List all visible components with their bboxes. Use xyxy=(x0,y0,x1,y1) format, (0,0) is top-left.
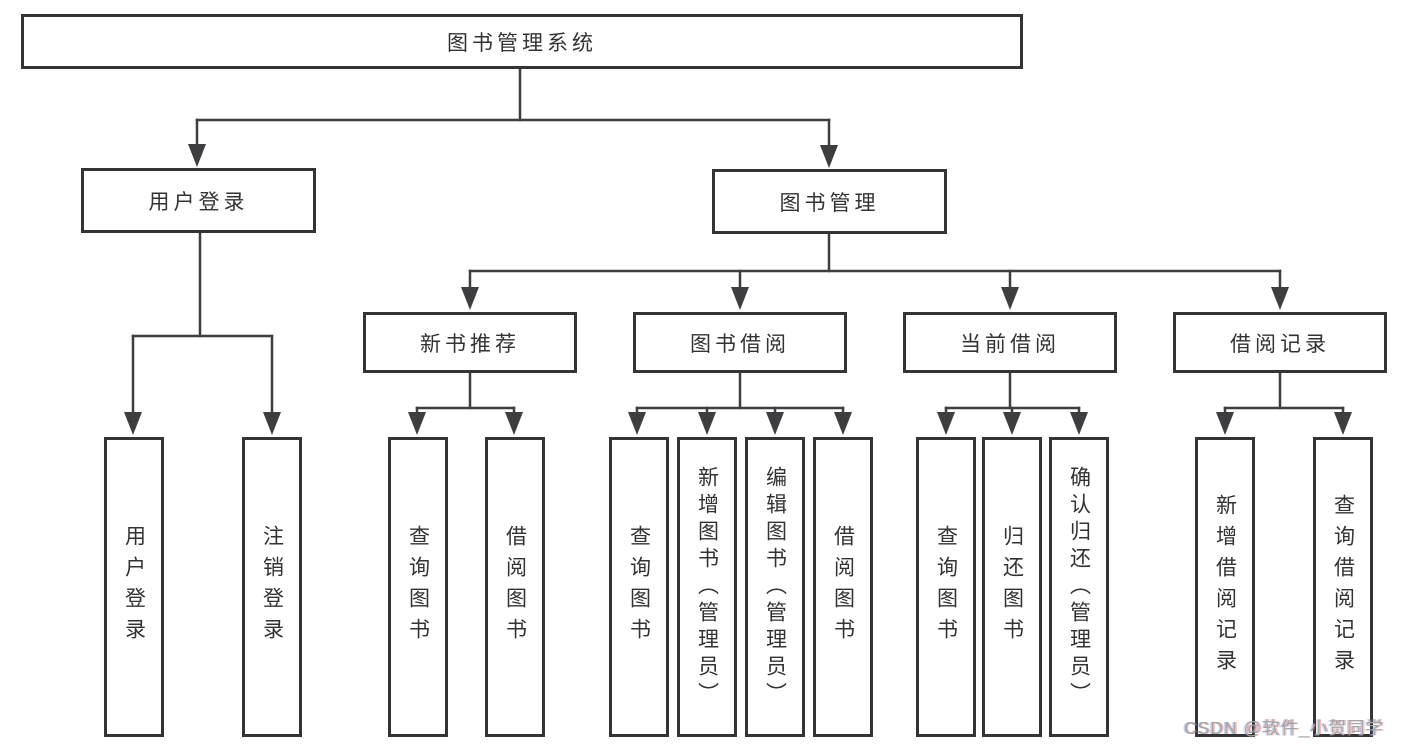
node-label: 新书推荐 xyxy=(420,332,520,356)
leaf-label: 查询借阅记录 xyxy=(1331,494,1355,680)
leaf-query-book-borrow: 查询图书 xyxy=(609,437,669,737)
leaf-label: 借阅图书 xyxy=(831,525,855,649)
leaf-borrow-book-recommend: 借阅图书 xyxy=(485,437,545,737)
leaf-query-borrow-record: 查询借阅记录 xyxy=(1313,437,1373,737)
leaf-label: 新增借阅记录 xyxy=(1213,494,1237,680)
node-borrow-records: 借阅记录 xyxy=(1173,312,1387,373)
leaf-label: 查询图书 xyxy=(406,525,430,649)
node-root-library-system: 图书管理系统 xyxy=(21,14,1023,69)
leaf-label: 编辑图书（管理员） xyxy=(763,465,787,709)
leaf-label: 新增图书（管理员） xyxy=(695,465,719,709)
node-label: 当前借阅 xyxy=(960,332,1060,356)
node-label: 图书管理 xyxy=(779,191,880,215)
leaf-confirm-return-admin: 确认归还（管理员） xyxy=(1049,437,1109,737)
leaf-label: 确认归还（管理员） xyxy=(1067,465,1091,709)
node-user-login: 用户登录 xyxy=(81,168,316,233)
leaf-label: 查询图书 xyxy=(627,525,651,649)
leaf-label: 用户登录 xyxy=(122,525,146,649)
leaf-add-book-admin: 新增图书（管理员） xyxy=(677,437,737,737)
leaf-user-login: 用户登录 xyxy=(104,437,164,737)
node-label: 借阅记录 xyxy=(1230,332,1330,356)
leaf-logout: 注销登录 xyxy=(242,437,302,737)
leaf-query-book-recommend: 查询图书 xyxy=(388,437,448,737)
leaf-label: 查询图书 xyxy=(934,525,958,649)
node-label: 图书借阅 xyxy=(690,332,790,356)
node-label: 用户登录 xyxy=(148,190,249,214)
leaf-label: 借阅图书 xyxy=(503,525,527,649)
leaf-label: 归还图书 xyxy=(1000,525,1024,649)
node-new-book-recommend: 新书推荐 xyxy=(363,312,577,373)
leaf-return-book: 归还图书 xyxy=(982,437,1042,737)
leaf-edit-book-admin: 编辑图书（管理员） xyxy=(745,437,805,737)
csdn-watermark: CSDN @软件_小贺同学 xyxy=(1184,718,1384,738)
node-current-borrow: 当前借阅 xyxy=(903,312,1117,373)
node-book-borrow: 图书借阅 xyxy=(633,312,847,373)
node-book-management: 图书管理 xyxy=(712,169,947,234)
node-label: 图书管理系统 xyxy=(447,31,597,55)
leaf-borrow-book: 借阅图书 xyxy=(813,437,873,737)
leaf-add-borrow-record: 新增借阅记录 xyxy=(1195,437,1255,737)
leaf-query-book-current: 查询图书 xyxy=(916,437,976,737)
leaf-label: 注销登录 xyxy=(260,525,284,649)
